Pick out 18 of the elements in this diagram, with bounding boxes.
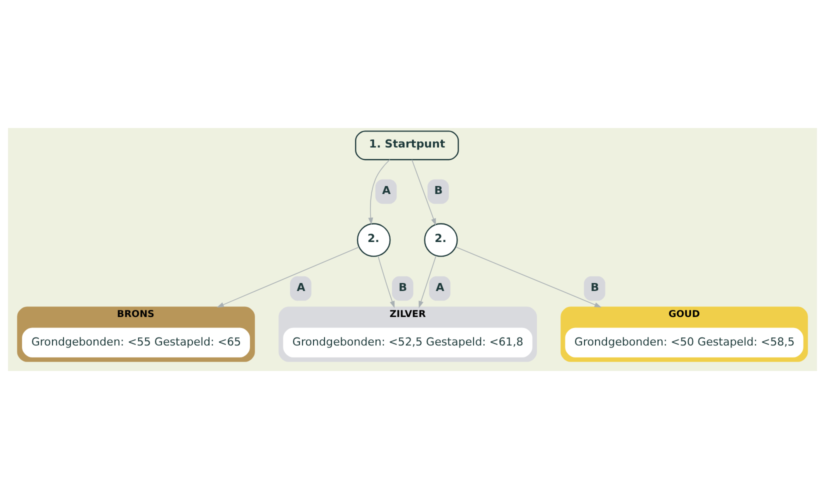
arrow	[368, 158, 390, 224]
edge-label: B	[434, 184, 443, 197]
edge-label: A	[296, 280, 306, 294]
node-circle: 2.	[356, 222, 391, 256]
arrow	[412, 158, 436, 226]
node-box: Grondgebonden: <52,5 Gestapeld: <61,8	[283, 327, 532, 357]
edge-label: A	[382, 184, 391, 197]
node-box: Grondgebonden: <50 Gestapeld: <58,5	[565, 327, 804, 357]
arrow	[456, 246, 602, 307]
node-circle: 2.	[424, 222, 458, 256]
arrow	[418, 254, 436, 308]
node-box: 1. Startpunt	[355, 130, 459, 160]
edge-label: B	[590, 280, 600, 294]
arrow	[216, 246, 360, 307]
node-box: Grondgebonden: <55 Gestapeld: <65	[22, 327, 250, 357]
edge-label: A	[436, 280, 444, 294]
edge-label: B	[398, 280, 408, 294]
arrow	[378, 255, 395, 308]
